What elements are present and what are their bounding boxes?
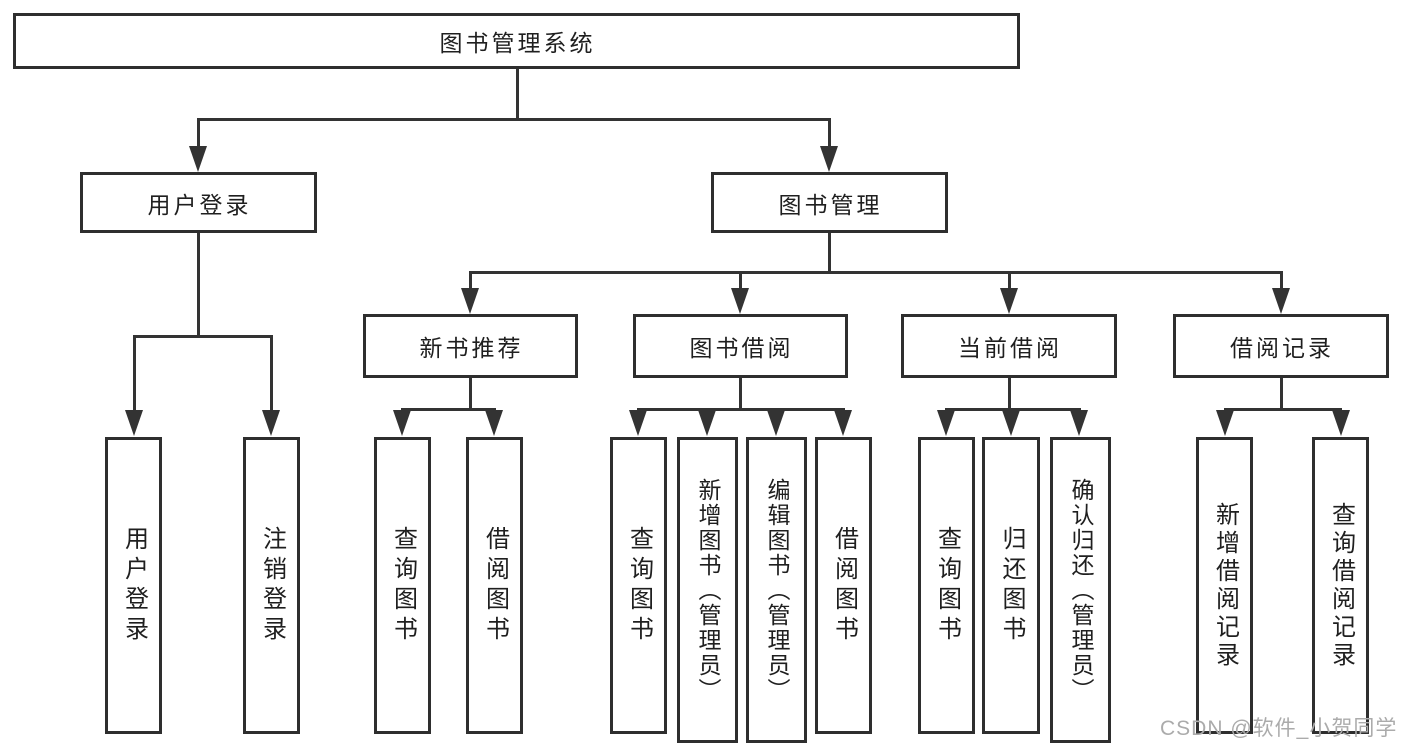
arrowhead-leaf bbox=[834, 410, 852, 436]
node-label: 注销登录 bbox=[258, 525, 286, 646]
node-label: 确认归还（管理员） bbox=[1068, 477, 1094, 703]
connector-drop-user-login bbox=[197, 121, 200, 148]
arrowhead-leaf bbox=[629, 410, 647, 436]
node-label: 新增图书（管理员） bbox=[695, 477, 721, 703]
leaf-confirm-return-admin: 确认归还（管理员） bbox=[1050, 437, 1111, 743]
node-book-borrow: 图书借阅 bbox=[633, 314, 848, 378]
node-label: 查询图书 bbox=[389, 525, 417, 646]
connector-new-book-split bbox=[401, 408, 496, 411]
leaf-borrow-books-recommend: 借阅图书 bbox=[466, 437, 523, 734]
csdn-watermark: CSDN @软件_小贺同学 bbox=[1160, 717, 1398, 740]
leaf-add-borrow-record: 新增借阅记录 bbox=[1196, 437, 1253, 734]
node-label: 新增借阅记录 bbox=[1211, 501, 1239, 670]
connector-drop-borrow-records bbox=[1280, 274, 1283, 290]
arrowhead-leaf bbox=[937, 410, 955, 436]
node-current-borrow: 当前借阅 bbox=[901, 314, 1117, 378]
arrowhead-leaf-logout bbox=[262, 410, 280, 436]
node-label: 图书管理系统 bbox=[439, 30, 596, 56]
node-label: 借阅记录 bbox=[1230, 335, 1334, 361]
arrowhead-borrow-records bbox=[1272, 288, 1290, 314]
node-label: 借阅图书 bbox=[830, 525, 858, 646]
leaf-query-books-recommend: 查询图书 bbox=[374, 437, 431, 734]
arrowhead-leaf bbox=[1070, 410, 1088, 436]
node-label: 查询图书 bbox=[625, 525, 653, 646]
leaf-user-login: 用户登录 bbox=[105, 437, 162, 734]
leaf-query-books-borrow: 查询图书 bbox=[610, 437, 667, 734]
connector-borrow-records-split bbox=[1224, 408, 1342, 411]
node-label: 图书借阅 bbox=[689, 335, 794, 361]
leaf-return-book: 归还图书 bbox=[982, 437, 1040, 734]
node-user-login: 用户登录 bbox=[80, 172, 317, 233]
connector-current-borrow-stem bbox=[1008, 378, 1011, 408]
connector-borrow-records-stem bbox=[1280, 378, 1283, 408]
arrowhead-leaf bbox=[1002, 410, 1020, 436]
connector-level3-split bbox=[469, 271, 1283, 274]
leaf-borrow-books: 借阅图书 bbox=[815, 437, 872, 734]
connector-drop-book-mgmt bbox=[828, 121, 831, 148]
leaf-query-borrow-record: 查询借阅记录 bbox=[1312, 437, 1369, 734]
leaf-logout-login: 注销登录 bbox=[243, 437, 300, 734]
node-label: 编辑图书（管理员） bbox=[764, 477, 790, 703]
connector-drop-book-borrow bbox=[739, 274, 742, 290]
node-label: 归还图书 bbox=[998, 525, 1025, 646]
leaf-edit-book-admin: 编辑图书（管理员） bbox=[746, 437, 807, 743]
arrowhead-leaf bbox=[767, 410, 785, 436]
arrowhead-leaf bbox=[485, 410, 503, 436]
leaf-query-books-current: 查询图书 bbox=[918, 437, 975, 734]
connector-root-stem bbox=[516, 69, 519, 118]
connector-user-login-stem bbox=[197, 233, 200, 335]
arrowhead-current-borrow bbox=[1000, 288, 1018, 314]
connector-book-borrow-split bbox=[637, 408, 845, 411]
connector-drop-leaf-logout bbox=[270, 338, 273, 411]
node-label: 当前借阅 bbox=[958, 335, 1062, 361]
connector-new-book-stem bbox=[469, 378, 472, 408]
connector-book-borrow-stem bbox=[739, 378, 742, 408]
node-book-management: 图书管理 bbox=[711, 172, 948, 233]
connector-level1-split bbox=[197, 118, 831, 121]
node-label: 查询借阅记录 bbox=[1327, 501, 1355, 670]
arrowhead-leaf bbox=[698, 410, 716, 436]
node-label: 用户登录 bbox=[120, 525, 148, 646]
node-label: 借阅图书 bbox=[481, 525, 509, 646]
node-label: 查询图书 bbox=[933, 525, 961, 646]
connector-drop-leaf-user-login bbox=[133, 338, 136, 411]
arrowhead-user-login bbox=[189, 146, 207, 172]
connector-drop-current-borrow bbox=[1008, 274, 1011, 290]
connector-book-mgmt-stem bbox=[828, 233, 831, 271]
connector-drop-new-book bbox=[469, 274, 472, 290]
arrowhead-book-borrow bbox=[731, 288, 749, 314]
node-label: 新书推荐 bbox=[419, 335, 524, 361]
arrowhead-book-mgmt bbox=[820, 146, 838, 172]
leaf-add-book-admin: 新增图书（管理员） bbox=[677, 437, 738, 743]
node-label: 用户登录 bbox=[147, 191, 252, 218]
connector-user-login-split bbox=[133, 335, 273, 338]
arrowhead-leaf bbox=[393, 410, 411, 436]
arrowhead-leaf bbox=[1216, 410, 1234, 436]
node-new-book-recommend: 新书推荐 bbox=[363, 314, 578, 378]
arrowhead-leaf-user-login bbox=[125, 410, 143, 436]
arrowhead-leaf bbox=[1332, 410, 1350, 436]
arrowhead-new-book bbox=[461, 288, 479, 314]
node-label: 图书管理 bbox=[778, 191, 883, 218]
connector-current-borrow-split bbox=[945, 408, 1081, 411]
node-root-library-system: 图书管理系统 bbox=[13, 13, 1020, 69]
node-borrow-records: 借阅记录 bbox=[1173, 314, 1389, 378]
